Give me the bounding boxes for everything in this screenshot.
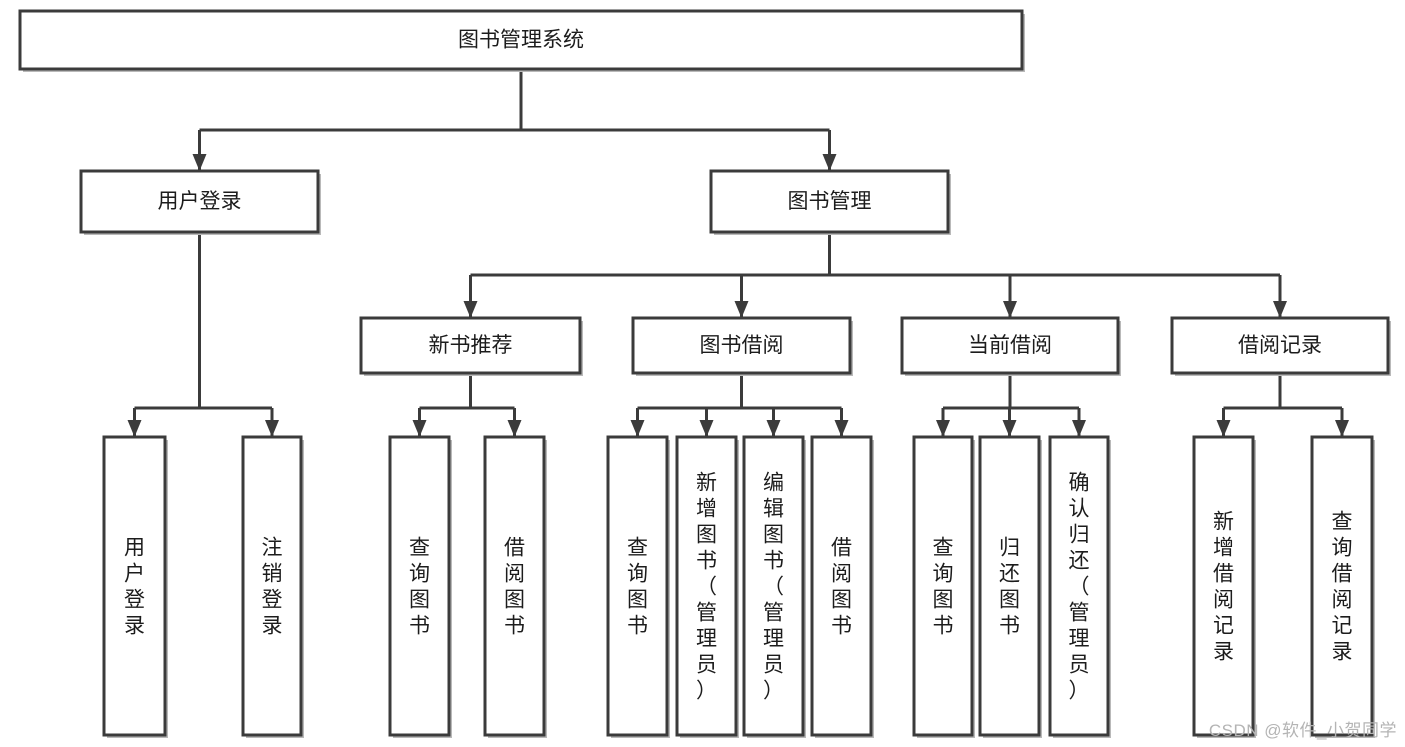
node-l2-0[interactable]: 用户登录 — [79, 169, 321, 235]
node-label: 借阅图书 — [504, 536, 525, 637]
node-label: 图书管理 — [788, 190, 872, 213]
node-box[interactable] — [241, 435, 303, 737]
node-box[interactable] — [483, 435, 546, 737]
node-box[interactable] — [1310, 435, 1374, 737]
arrow-head — [463, 301, 478, 318]
node-box[interactable] — [912, 435, 974, 737]
node-label: 确认归还（管理员） — [1069, 471, 1090, 702]
node-label: 用户登录 — [124, 536, 145, 637]
node-layer: 图书管理系统用户登录图书管理新书推荐图书借阅当前借阅借阅记录用户登录注销登录查询… — [18, 9, 1391, 738]
node-leaf-5[interactable]: 新增图书（管理员） — [675, 435, 739, 738]
connector-layer — [127, 69, 1349, 437]
connector-group — [412, 373, 522, 437]
node-leaf-3[interactable]: 借阅图书 — [483, 435, 547, 738]
node-label: 新书推荐 — [429, 334, 513, 357]
node-box[interactable] — [18, 9, 1024, 71]
arrow-head — [1002, 420, 1017, 437]
arrow-head — [1273, 301, 1287, 318]
node-label: 编辑图书（管理员） — [763, 471, 784, 702]
node-label: 新增图书（管理员） — [696, 471, 717, 702]
node-label: 当前借阅 — [968, 334, 1052, 357]
node-l3-3[interactable]: 借阅记录 — [1170, 316, 1391, 376]
arrow-head — [1003, 301, 1017, 318]
arrow-head — [834, 420, 849, 437]
node-label: 查询图书 — [933, 536, 954, 637]
node-root-0[interactable]: 图书管理系统 — [18, 9, 1025, 72]
arrow-head — [822, 154, 837, 171]
node-box[interactable] — [675, 435, 738, 737]
node-label: 查询借阅记录 — [1332, 510, 1353, 663]
node-label: 用户登录 — [158, 190, 242, 213]
node-label: 图书管理系统 — [458, 29, 584, 52]
node-label: 借阅图书 — [831, 536, 852, 637]
arrow-head — [630, 420, 645, 437]
node-leaf-0[interactable]: 用户登录 — [102, 435, 168, 738]
node-l2-1[interactable]: 图书管理 — [709, 169, 951, 235]
arrow-head — [1216, 420, 1231, 437]
node-leaf-11[interactable]: 新增借阅记录 — [1192, 435, 1256, 738]
connector-group — [1216, 373, 1349, 437]
arrow-head — [766, 420, 781, 437]
node-box[interactable] — [79, 169, 320, 234]
node-label: 新增借阅记录 — [1213, 510, 1234, 663]
connector-group — [463, 232, 1287, 318]
node-box[interactable] — [742, 435, 805, 737]
node-leaf-12[interactable]: 查询借阅记录 — [1310, 435, 1375, 738]
node-label: 归还图书 — [999, 536, 1020, 637]
node-label: 查询图书 — [409, 536, 430, 637]
node-box[interactable] — [1170, 316, 1390, 375]
node-leaf-6[interactable]: 编辑图书（管理员） — [742, 435, 806, 738]
node-box[interactable] — [900, 316, 1120, 375]
arrow-head — [1335, 420, 1349, 437]
node-leaf-8[interactable]: 查询图书 — [912, 435, 975, 738]
arrow-head — [507, 420, 522, 437]
node-box[interactable] — [359, 316, 582, 375]
node-box[interactable] — [606, 435, 669, 737]
node-label: 借阅记录 — [1238, 334, 1322, 357]
node-label: 图书借阅 — [700, 334, 784, 357]
arrow-head — [734, 301, 749, 318]
node-box[interactable] — [1048, 435, 1110, 737]
connector-group — [192, 69, 837, 171]
node-label: 查询图书 — [627, 536, 648, 637]
node-l3-1[interactable]: 图书借阅 — [631, 316, 853, 376]
arrow-head — [1072, 420, 1086, 437]
arrow-head — [699, 420, 714, 437]
connector-group — [936, 373, 1086, 437]
arrow-head — [192, 154, 207, 171]
node-leaf-7[interactable]: 借阅图书 — [810, 435, 874, 738]
node-leaf-10[interactable]: 确认归还（管理员） — [1048, 435, 1111, 738]
connector-group — [127, 232, 279, 437]
node-leaf-1[interactable]: 注销登录 — [241, 435, 304, 738]
node-leaf-4[interactable]: 查询图书 — [606, 435, 670, 738]
arrow-head — [936, 420, 950, 437]
node-l3-0[interactable]: 新书推荐 — [359, 316, 583, 376]
node-box[interactable] — [388, 435, 451, 737]
connector-group — [630, 373, 849, 437]
node-box[interactable] — [1192, 435, 1255, 737]
node-box[interactable] — [810, 435, 873, 737]
node-leaf-2[interactable]: 查询图书 — [388, 435, 452, 738]
node-box[interactable] — [978, 435, 1041, 737]
node-l3-2[interactable]: 当前借阅 — [900, 316, 1121, 376]
node-box[interactable] — [102, 435, 167, 737]
node-label: 注销登录 — [262, 536, 283, 637]
arrow-head — [412, 420, 427, 437]
arrow-head — [265, 420, 279, 437]
node-leaf-9[interactable]: 归还图书 — [978, 435, 1042, 738]
node-box[interactable] — [631, 316, 852, 375]
node-box[interactable] — [709, 169, 950, 234]
arrow-head — [127, 420, 142, 437]
